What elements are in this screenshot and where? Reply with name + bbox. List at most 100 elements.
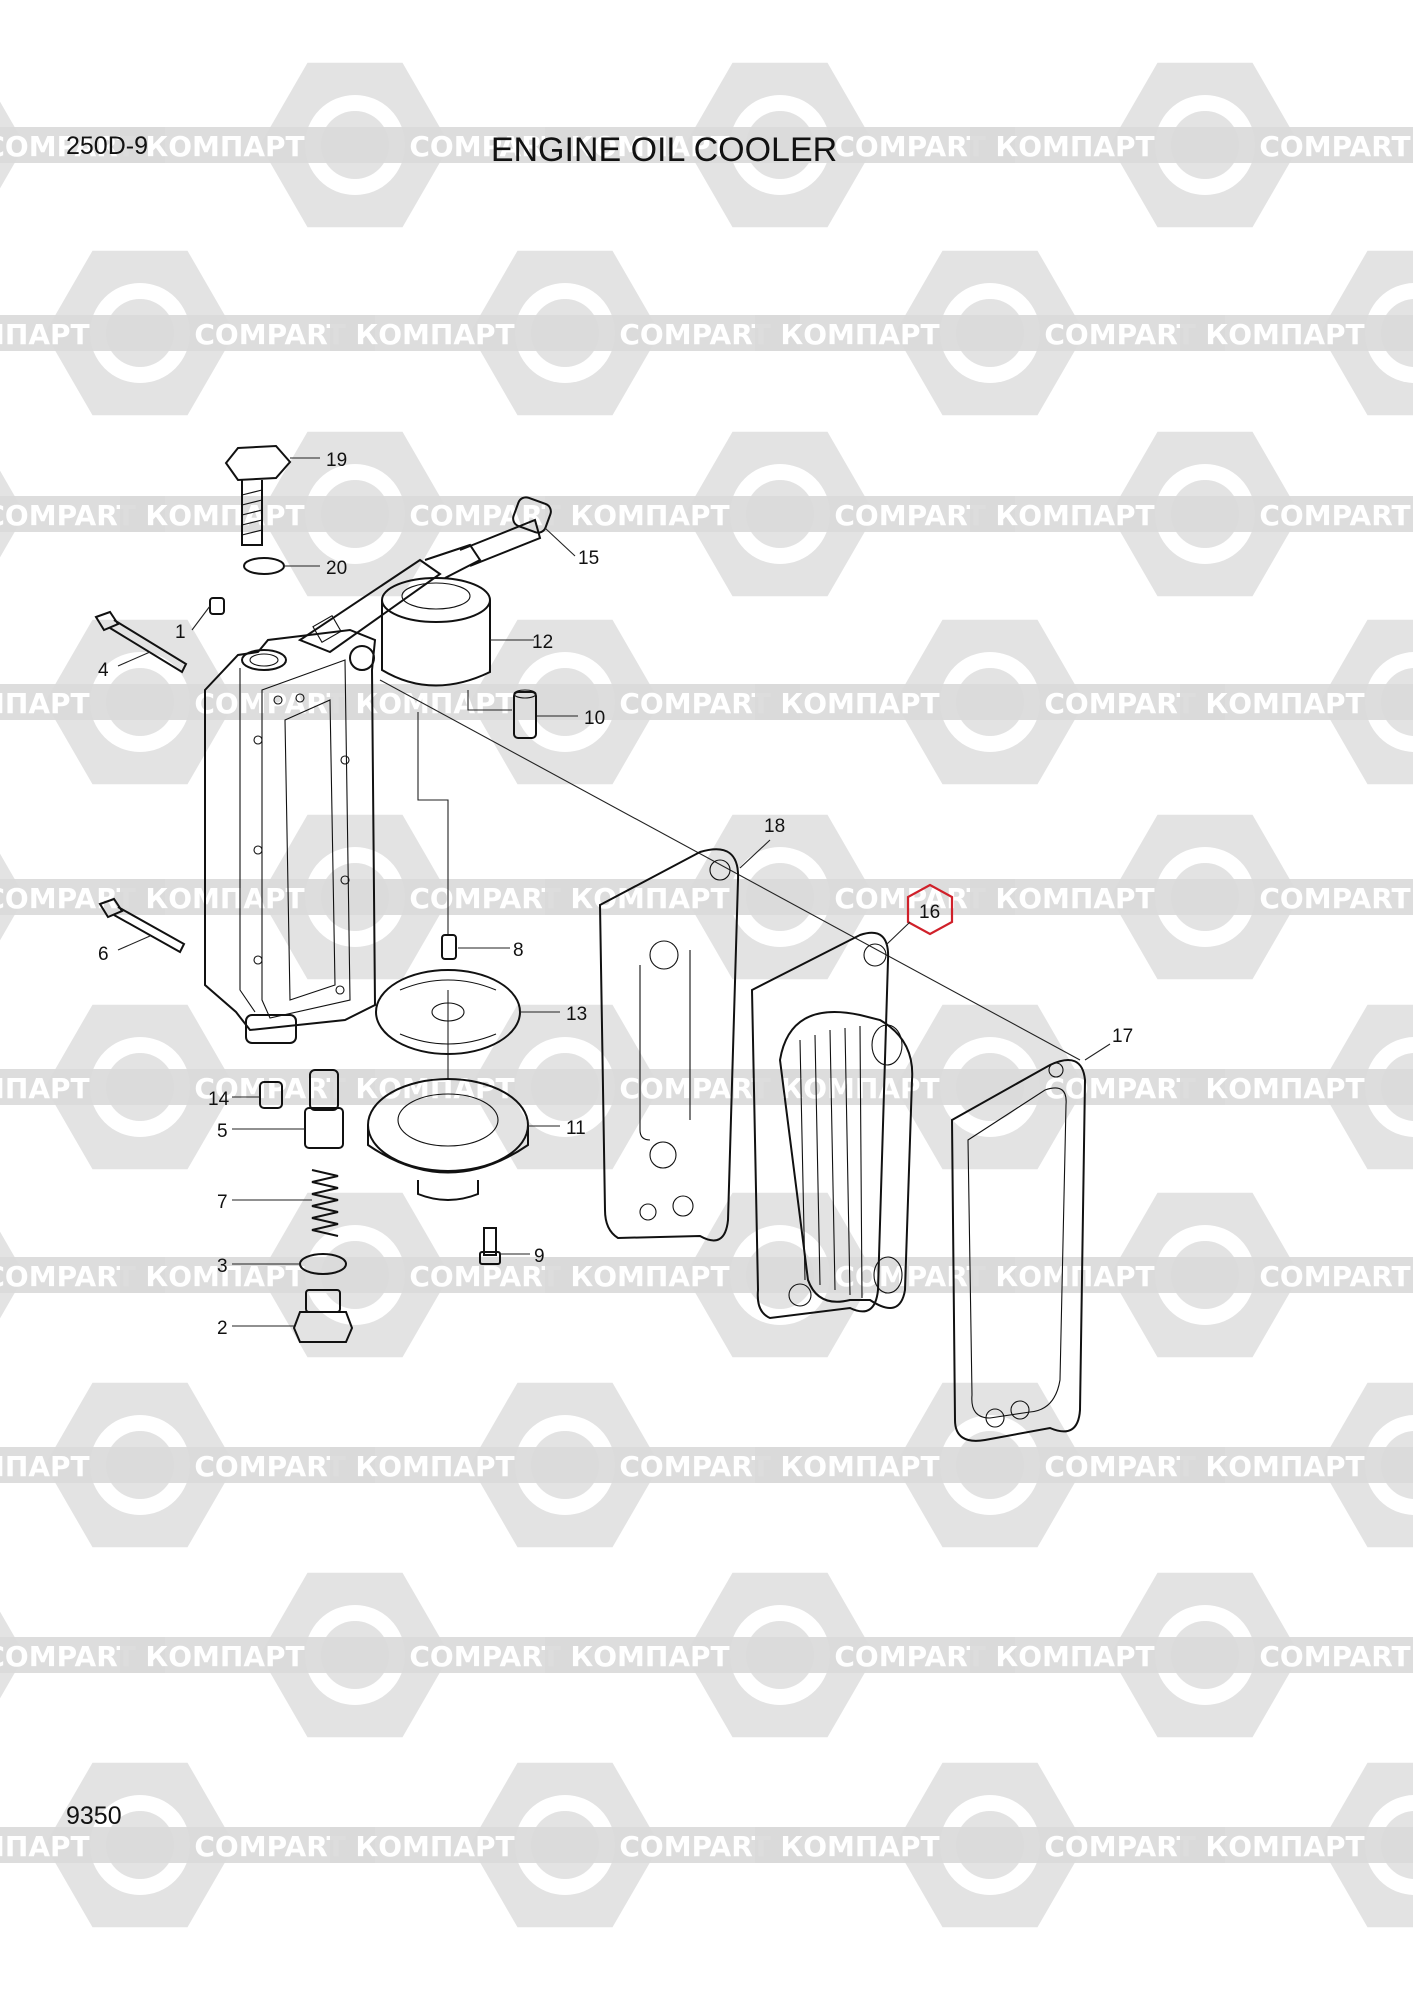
- watermark-text-cyrillic: КОМПАРТ: [570, 130, 729, 163]
- watermark-text-latin: COMPART: [619, 1830, 770, 1863]
- callout-14[interactable]: 14: [208, 1089, 230, 1110]
- watermark-text-latin: COMPART: [834, 130, 985, 163]
- watermark-text-latin: COMPART: [619, 318, 770, 351]
- callout-17[interactable]: 17: [1112, 1026, 1133, 1047]
- watermark-logo: [330, 1382, 800, 1548]
- watermark-text-cyrillic: КОМПАРТ: [780, 1450, 939, 1483]
- callout-16[interactable]: 16: [919, 902, 940, 923]
- o-ring-20[interactable]: [243, 557, 285, 575]
- o-ring-3[interactable]: [299, 1253, 347, 1275]
- oil-cooler-core-16[interactable]: [750, 931, 914, 1320]
- watermark-logo: [120, 1192, 590, 1358]
- watermark-logo: [330, 1004, 800, 1170]
- plug-15[interactable]: [511, 495, 553, 535]
- watermark-text-cyrillic: КОМПАРТ: [1205, 318, 1364, 351]
- watermark-logo: [0, 250, 375, 416]
- watermark-text-latin: COMPART: [409, 1640, 560, 1673]
- watermark-text-cyrillic: КОМПАРТ: [145, 499, 304, 532]
- watermark-text-latin: COMPART: [1259, 1260, 1410, 1293]
- watermark-logo: [1180, 1762, 1413, 1928]
- watermark-text-latin: COMPART: [1259, 882, 1410, 915]
- callout-1[interactable]: 1: [175, 622, 186, 643]
- callout-12[interactable]: 12: [532, 632, 553, 653]
- model-code: 250D-9: [66, 132, 148, 160]
- screw-9[interactable]: [479, 1227, 501, 1265]
- watermark-text-latin: COMPART: [1044, 687, 1195, 720]
- watermark-text-latin: COMPART: [409, 1260, 560, 1293]
- piston-5[interactable]: [304, 1069, 344, 1149]
- watermark-text-latin: COMPART: [1044, 1450, 1195, 1483]
- small-plug-1[interactable]: [209, 597, 225, 615]
- watermark-text-latin: COMPART: [409, 499, 560, 532]
- plug-bolt-19[interactable]: [224, 444, 292, 546]
- watermark-text-latin: COMPART: [1044, 1830, 1195, 1863]
- watermark-logo: [1180, 1004, 1413, 1170]
- watermark-logo: [0, 619, 375, 785]
- watermark-text-latin: COMPART: [194, 1072, 345, 1105]
- watermark-text-latin: COMPART: [194, 1830, 345, 1863]
- callout-7[interactable]: 7: [217, 1192, 228, 1213]
- watermark-text-cyrillic: КОМПАРТ: [995, 499, 1154, 532]
- callout-19[interactable]: 19: [326, 450, 347, 471]
- watermark-logo: [545, 62, 1015, 228]
- watermark-text-latin: COMPART: [0, 1260, 136, 1293]
- callout-3[interactable]: 3: [217, 1256, 228, 1277]
- watermark-text-cyrillic: КОМПАРТ: [145, 1640, 304, 1673]
- bolt-4[interactable]: [94, 610, 188, 674]
- callout-labels: 19 20 1 4 6 15 12 10 8 13 11 9 14 5 7 3 …: [98, 450, 1133, 1339]
- watermark-logo: [970, 62, 1413, 228]
- callout-15[interactable]: 15: [578, 548, 599, 569]
- watermark-text-cyrillic: КОМПАРТ: [570, 1260, 729, 1293]
- watermark-text-cyrillic: КОМПАРТ: [355, 1830, 514, 1863]
- callout-8[interactable]: 8: [513, 940, 524, 961]
- watermark-text-cyrillic: КОМПАРТ: [1205, 687, 1364, 720]
- watermark-text-latin: COMPART: [0, 499, 136, 532]
- spring-7[interactable]: [311, 1169, 339, 1237]
- adapter-10[interactable]: [513, 689, 537, 739]
- watermark-text-cyrillic: КОМПАРТ: [780, 1830, 939, 1863]
- callout-5[interactable]: 5: [217, 1121, 228, 1142]
- watermark-logo: [970, 814, 1413, 980]
- watermark-text-cyrillic: КОМПАРТ: [995, 1640, 1154, 1673]
- gasket-17[interactable]: [950, 1059, 1087, 1442]
- drain-plug-2[interactable]: [292, 1289, 354, 1343]
- watermark-text-cyrillic: КОМПАРТ: [570, 882, 729, 915]
- watermark-text-cyrillic: КОМПАРТ: [145, 882, 304, 915]
- watermark-text-latin: COMPART: [834, 1640, 985, 1673]
- gasket-18[interactable]: [598, 848, 740, 1242]
- callout-2[interactable]: 2: [217, 1318, 228, 1339]
- watermark-text-latin: COMPART: [1259, 1640, 1410, 1673]
- plug-14[interactable]: [259, 1081, 283, 1109]
- watermark-text-cyrillic: КОМПАРТ: [1205, 1830, 1364, 1863]
- valve-body-11[interactable]: [367, 1078, 529, 1201]
- callout-20[interactable]: 20: [326, 558, 347, 579]
- callout-4[interactable]: 4: [98, 660, 109, 681]
- bolt-6[interactable]: [98, 897, 186, 954]
- watermark-logo: [1180, 619, 1413, 785]
- callout-11[interactable]: 11: [566, 1118, 586, 1139]
- watermark-text-cyrillic: КОМПАРТ: [1205, 1450, 1364, 1483]
- watermark-text-latin: COMPART: [1044, 318, 1195, 351]
- callout-9[interactable]: 9: [534, 1246, 545, 1267]
- callout-10[interactable]: 10: [584, 708, 605, 729]
- watermark-text-latin: COMPART: [0, 1640, 136, 1673]
- watermark-text-cyrillic: КОМПАРТ: [0, 318, 90, 351]
- watermark-text-latin: COMPART: [194, 1450, 345, 1483]
- pin-8[interactable]: [441, 934, 457, 960]
- callout-18[interactable]: 18: [764, 816, 785, 837]
- watermark-text-latin: COMPART: [1259, 499, 1410, 532]
- watermark-text-cyrillic: КОМПАРТ: [0, 1450, 90, 1483]
- oil-cooler-housing[interactable]: [204, 628, 377, 1044]
- watermark-logo: [120, 62, 590, 228]
- leader-lines: [117, 457, 1111, 1327]
- watermark-text-latin: COMPART: [194, 318, 345, 351]
- watermark-text-cyrillic: КОМПАРТ: [355, 687, 514, 720]
- watermark-text-latin: COMPART: [834, 1260, 985, 1293]
- watermark-logo: [120, 1572, 590, 1738]
- callout-6[interactable]: 6: [98, 944, 109, 965]
- callout-13[interactable]: 13: [566, 1004, 587, 1025]
- filter-head[interactable]: [297, 518, 542, 687]
- watermark-text-latin: COMPART: [1044, 1072, 1195, 1105]
- watermark-text-cyrillic: КОМПАРТ: [780, 687, 939, 720]
